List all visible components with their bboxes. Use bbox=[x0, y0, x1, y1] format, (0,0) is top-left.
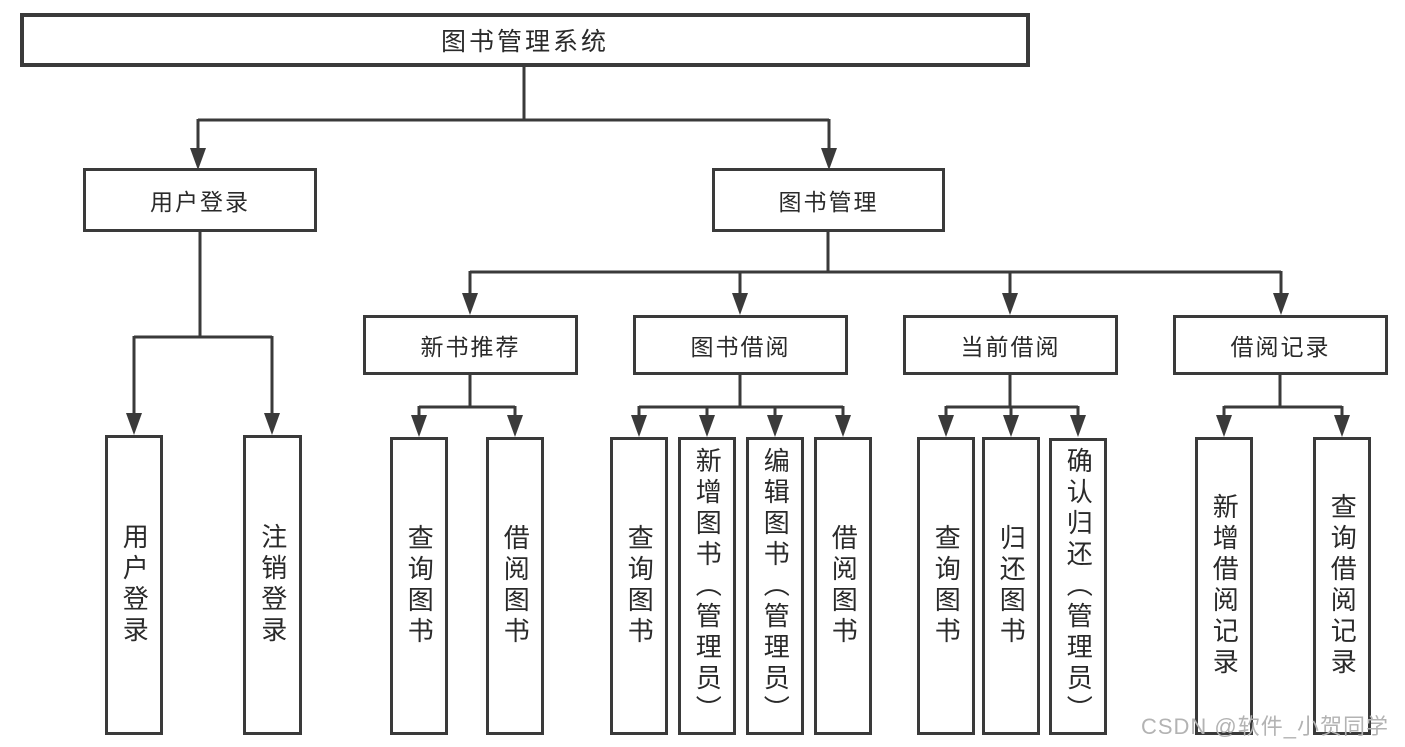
node-logout: 注销登录 bbox=[243, 435, 302, 735]
node-label: 确认归还（管理员） bbox=[1063, 447, 1094, 726]
node-query-books-2: 查询图书 bbox=[610, 437, 668, 735]
node-label: 查询借阅记录 bbox=[1327, 493, 1358, 679]
node-label: 借阅图书 bbox=[500, 524, 531, 648]
node-book-borrowing: 图书借阅 bbox=[633, 315, 848, 375]
arrowhead bbox=[1273, 293, 1289, 315]
node-user-login-leaf: 用户登录 bbox=[105, 435, 163, 735]
node-borrow-books-2: 借阅图书 bbox=[814, 437, 872, 735]
node-label: 注销登录 bbox=[257, 523, 288, 647]
arrowhead bbox=[821, 148, 837, 170]
node-label: 图书借阅 bbox=[690, 334, 791, 360]
arrowhead bbox=[631, 415, 647, 437]
node-borrow-books-1: 借阅图书 bbox=[486, 437, 544, 735]
node-query-books-3: 查询图书 bbox=[917, 437, 975, 735]
arrowhead bbox=[835, 415, 851, 437]
node-label: 用户登录 bbox=[119, 523, 150, 647]
arrowhead bbox=[1334, 415, 1350, 437]
arrowhead bbox=[938, 415, 954, 437]
node-new-book-recommendation: 新书推荐 bbox=[363, 315, 578, 375]
node-edit-book-admin: 编辑图书（管理员） bbox=[746, 437, 804, 735]
arrowhead bbox=[462, 293, 478, 315]
connector-borrowing-records-children bbox=[1216, 375, 1350, 437]
node-label: 图书管理系统 bbox=[440, 28, 609, 56]
arrowhead bbox=[1002, 293, 1018, 315]
node-label: 用户登录 bbox=[150, 189, 250, 215]
node-label: 当前借阅 bbox=[960, 334, 1061, 360]
connector-new-book-recommendation-children bbox=[411, 375, 523, 437]
node-label: 查询图书 bbox=[624, 524, 655, 648]
node-add-borrowing-record: 新增借阅记录 bbox=[1195, 437, 1253, 735]
node-label: 借阅记录 bbox=[1230, 334, 1331, 360]
arrowhead bbox=[264, 413, 280, 435]
arrowhead bbox=[732, 293, 748, 315]
arrowhead bbox=[190, 148, 206, 170]
arrowhead bbox=[1216, 415, 1232, 437]
connector-book-management-children bbox=[462, 232, 1289, 315]
node-return-books: 归还图书 bbox=[982, 437, 1040, 735]
arrowhead bbox=[767, 415, 783, 437]
node-user-login: 用户登录 bbox=[83, 168, 317, 232]
node-label: 图书管理 bbox=[778, 189, 879, 215]
node-label: 新增图书（管理员） bbox=[692, 446, 723, 726]
node-current-borrowing: 当前借阅 bbox=[903, 315, 1118, 375]
node-label: 查询图书 bbox=[404, 524, 435, 648]
csdn-watermark: CSDN @软件_小贺同学 bbox=[1140, 714, 1389, 739]
node-label: 查询图书 bbox=[931, 524, 962, 648]
node-label: 借阅图书 bbox=[828, 524, 859, 648]
node-query-borrowing-record: 查询借阅记录 bbox=[1313, 437, 1371, 735]
node-query-books-1: 查询图书 bbox=[390, 437, 448, 735]
node-label: 新书推荐 bbox=[420, 334, 521, 360]
connector-root-to-level2 bbox=[190, 67, 837, 170]
node-label: 新增借阅记录 bbox=[1209, 493, 1240, 679]
connector-current-borrowing-children bbox=[938, 375, 1086, 437]
arrowhead bbox=[1003, 415, 1019, 437]
arrowhead bbox=[507, 415, 523, 437]
arrowhead bbox=[1070, 415, 1086, 437]
arrowhead bbox=[411, 415, 427, 437]
node-label: 编辑图书（管理员） bbox=[760, 446, 791, 726]
node-borrowing-records: 借阅记录 bbox=[1173, 315, 1388, 375]
arrowhead bbox=[126, 413, 142, 435]
node-confirm-return-admin: 确认归还（管理员） bbox=[1049, 438, 1107, 735]
node-library-management-system: 图书管理系统 bbox=[20, 13, 1030, 67]
arrowhead bbox=[699, 415, 715, 437]
node-label: 归还图书 bbox=[996, 524, 1027, 648]
node-add-book-admin: 新增图书（管理员） bbox=[678, 437, 736, 735]
node-book-management: 图书管理 bbox=[712, 168, 945, 232]
connector-user-login-children bbox=[126, 232, 280, 435]
connector-book-borrowing-children bbox=[631, 375, 851, 437]
